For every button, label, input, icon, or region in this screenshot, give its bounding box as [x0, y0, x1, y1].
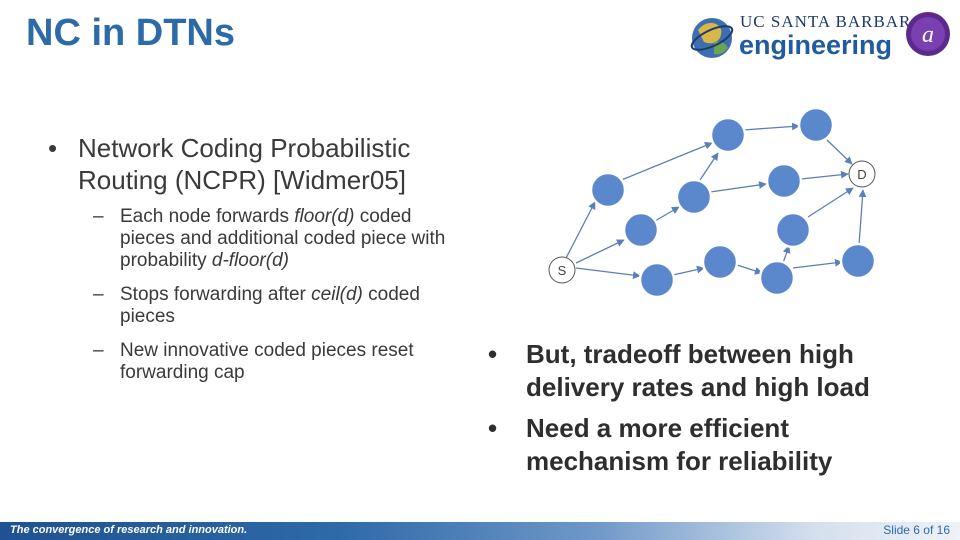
main-bullet-text: Network Coding Probabilistic Routing (NC… [78, 133, 411, 195]
ucsb-logo-text-top: UC SANTA BARBARA [740, 12, 925, 31]
graph-node [797, 106, 835, 144]
graph-node [675, 178, 713, 216]
bullet-dot: • [488, 339, 498, 369]
destination-node-label: D [857, 167, 866, 182]
sub-bullet-text: Stops forwarding after ceil(d) coded pie… [120, 284, 420, 327]
dash-marker: – [93, 206, 104, 227]
sub-bullet-list: – Each node forwards floor(d) coded piec… [93, 206, 458, 384]
bullet-dot: • [488, 413, 498, 443]
source-node [548, 256, 576, 284]
graph-node [709, 116, 747, 154]
dash-marker: – [93, 340, 104, 361]
right-column: • But, tradeoff between high delivery ra… [488, 338, 928, 486]
source-node-label: S [558, 263, 567, 278]
logo-area: UC SANTA BARBARA engineering a [688, 8, 960, 64]
right-bullet-text: Need a more efficient mechanism for reli… [526, 413, 833, 476]
sub-bullet-3: – New innovative coded pieces reset forw… [93, 340, 458, 384]
sub-bullet-text: New innovative coded pieces reset forwar… [120, 340, 414, 383]
graph-edges [563, 122, 867, 279]
right-bullet-2: • Need a more efficient mechanism for re… [488, 412, 928, 478]
graph-node [701, 243, 739, 281]
main-bullet: • Network Coding Probabilistic Routing (… [48, 132, 458, 196]
slide-title: NC in DTNs [26, 12, 235, 54]
alcatel-logo-letter: a [922, 22, 934, 48]
ucsb-globe-logo [690, 18, 734, 58]
graph-node [765, 162, 803, 200]
bullet-dot: • [48, 133, 58, 163]
footer-tagline: The convergence of research and innovati… [10, 524, 248, 536]
graph-node [622, 211, 660, 249]
footer-bar [0, 522, 960, 540]
destination-node [848, 160, 876, 188]
graph-node [774, 211, 812, 249]
sub-bullet-2: – Stops forwarding after ceil(d) coded p… [93, 284, 458, 328]
right-bullet-1: • But, tradeoff between high delivery ra… [488, 338, 928, 404]
alcatel-logo: a [906, 12, 950, 56]
graph-node [638, 261, 676, 299]
footer: The convergence of research and innovati… [0, 522, 960, 540]
slide-number: Slide 6 of 16 [883, 523, 950, 537]
graph-node [758, 259, 796, 297]
graph-node [589, 171, 627, 209]
ucsb-logo-text-bottom: engineering [739, 30, 893, 60]
sub-bullet-text: Each node forwards floor(d) coded pieces… [120, 206, 446, 271]
graph-node [839, 242, 877, 280]
sub-bullet-1: – Each node forwards floor(d) coded piec… [93, 206, 458, 272]
right-bullet-text: But, tradeoff between high delivery rate… [526, 339, 870, 402]
network-graph: S D [548, 106, 877, 299]
dash-marker: – [93, 284, 104, 305]
left-column: • Network Coding Probabilistic Routing (… [48, 132, 458, 396]
